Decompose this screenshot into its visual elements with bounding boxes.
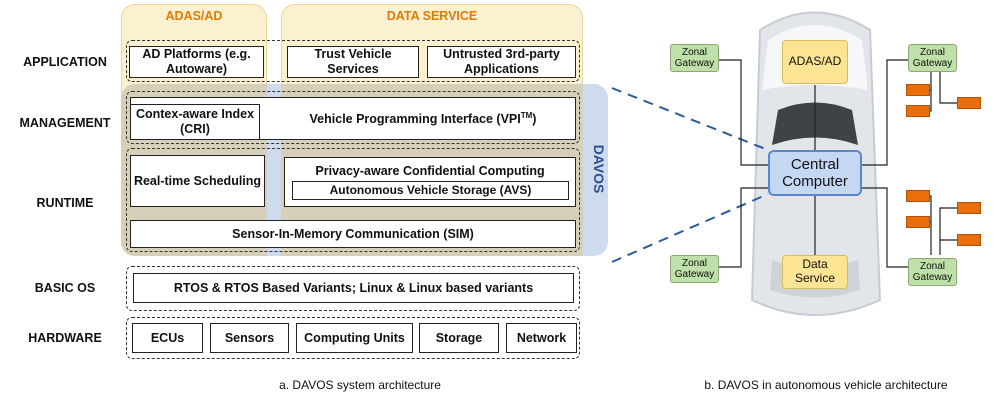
link-ecus-bottom bbox=[939, 207, 957, 255]
layer-application: APPLICATION bbox=[23, 55, 107, 69]
data-service-header: DATA SERVICE bbox=[386, 9, 478, 23]
vpi-label: Vehicle Programming Interface (VPI bbox=[309, 111, 521, 126]
hardware-row bbox=[126, 317, 580, 359]
vehicle-data-service-node: Data Service bbox=[782, 255, 848, 289]
layer-hardware: HARDWARE bbox=[28, 331, 102, 345]
hardware-storage: Storage bbox=[419, 323, 499, 353]
ecu-block bbox=[906, 190, 930, 202]
hardware-network: Network bbox=[506, 323, 577, 353]
link-gw-bottomleft bbox=[719, 187, 768, 268]
vehicle-central-computer: Central Computer bbox=[768, 150, 862, 196]
ecu-block bbox=[957, 97, 981, 109]
layer-basic-os: BASIC OS bbox=[34, 281, 96, 295]
application-row bbox=[126, 40, 580, 82]
vehicle-adas-node: ADAS/AD bbox=[782, 40, 848, 84]
trust-services-box: Trust Vehicle Services bbox=[287, 46, 419, 78]
runtime-row bbox=[126, 148, 580, 252]
zonal-gateway-top-left: Zonal Gateway bbox=[670, 44, 719, 72]
cri-box: Contex-aware Index (CRI) bbox=[130, 104, 260, 140]
ecu-block bbox=[906, 84, 930, 96]
hardware-sensors: Sensors bbox=[210, 323, 289, 353]
link-ecus-top bbox=[939, 72, 957, 104]
adas-header: ADAS/AD bbox=[165, 9, 223, 23]
layer-runtime: RUNTIME bbox=[36, 196, 94, 210]
hardware-computing-units: Computing Units bbox=[296, 323, 413, 353]
layer-management: MANAGEMENT bbox=[19, 116, 111, 130]
caption-b: b. DAVOS in autonomous vehicle architect… bbox=[704, 378, 948, 392]
basic-os-row bbox=[126, 266, 580, 311]
os-variants-box: RTOS & RTOS Based Variants; Linux & Linu… bbox=[133, 273, 574, 303]
ecu-block bbox=[906, 216, 930, 228]
vpi-close: ) bbox=[532, 111, 537, 126]
hardware-ecus: ECUs bbox=[132, 323, 203, 353]
zonal-gateway-bottom-right: Zonal Gateway bbox=[908, 258, 957, 286]
caption-a: a. DAVOS system architecture bbox=[279, 378, 441, 392]
ecu-block bbox=[957, 202, 981, 214]
ecu-block bbox=[957, 234, 981, 246]
zonal-gateway-bottom-left: Zonal Gateway bbox=[670, 255, 719, 283]
avs-box: Autonomous Vehicle Storage (AVS) bbox=[292, 181, 569, 200]
sim-box: Sensor-In-Memory Communication (SIM) bbox=[130, 220, 576, 248]
ad-platforms-box: AD Platforms (e.g. Autoware) bbox=[129, 46, 264, 78]
link-gw-bottomright bbox=[862, 187, 908, 268]
privacy-label: Privacy-aware Confidential Computing bbox=[315, 164, 545, 178]
realtime-box: Real-time Scheduling bbox=[130, 155, 265, 207]
davos-connector-top bbox=[611, 87, 769, 151]
ecu-block bbox=[906, 105, 930, 117]
management-row bbox=[126, 91, 580, 144]
untrusted-apps-box: Untrusted 3rd-party Applications bbox=[427, 46, 576, 78]
link-gw-topright bbox=[862, 59, 908, 166]
vpi-tm: TM bbox=[520, 110, 533, 120]
davos-connector-bottom bbox=[611, 193, 769, 263]
link-gw-topleft bbox=[719, 59, 768, 166]
zonal-gateway-top-right: Zonal Gateway bbox=[908, 44, 957, 72]
